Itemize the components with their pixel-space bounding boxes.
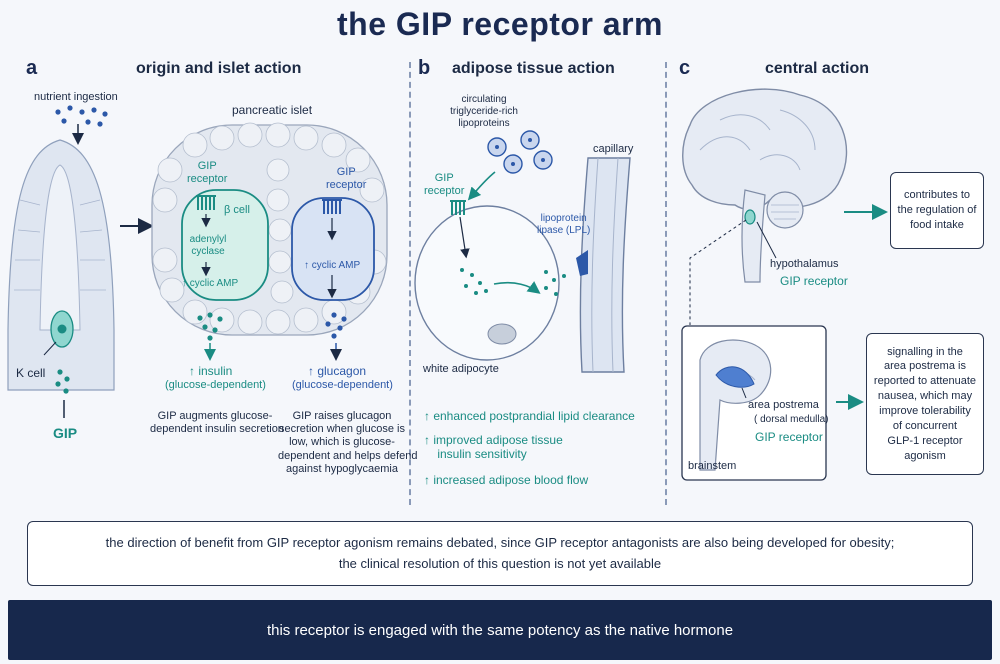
capillary	[579, 157, 631, 373]
hypothalamus-marker	[744, 209, 756, 225]
gip-label: GIP	[53, 425, 78, 441]
area-postrema-effect-box: signalling in the area postrema is repor…	[866, 333, 984, 475]
hypothalamus-effect-box: contributes to the regulation of food in…	[890, 172, 984, 249]
panel-divider-ab	[409, 62, 411, 505]
brainstem-label: brainstem	[688, 460, 737, 472]
glucagon-caption: GIP raises glucagon secretion when gluco…	[278, 410, 418, 475]
brainstem-illustration	[699, 339, 772, 471]
lpl-label: lipoprotein lipase (LPL)	[537, 213, 591, 236]
insulin-caption: GIP augments glucose- dependent insulin …	[150, 410, 284, 436]
insulin-label: ↑ insulin	[189, 364, 233, 378]
potency-banner: this receptor is engaged with the same p…	[8, 600, 992, 660]
brain-illustration	[682, 88, 848, 283]
adipocyte-cell	[414, 205, 560, 361]
capillary-label: capillary	[593, 143, 634, 155]
alpha-receptor-icon	[322, 199, 342, 214]
nutrient-particles	[55, 105, 108, 127]
beta-camp-label: ↑ cyclic AMP	[182, 278, 239, 289]
panel-a-title: origin and islet action	[136, 60, 302, 77]
hypothalamus-receptor-label: GIP receptor	[780, 274, 848, 288]
glucagon-label: ↑ glucagon	[308, 364, 367, 378]
pancreatic-islet	[151, 122, 388, 336]
pancreatic-islet-label: pancreatic islet	[232, 103, 313, 117]
intestinal-villus	[7, 139, 115, 391]
debate-note-line-2: the clinical resolution of this question…	[338, 555, 662, 571]
insulin-sub-label: (glucose-dependent)	[165, 379, 266, 391]
adipocyte-receptor-label: GIP receptor	[424, 172, 465, 198]
lipoprotein-label: circulating triglyceride-rich lipoprotei…	[450, 94, 518, 129]
debate-note-box: the direction of benefit from GIP recept…	[27, 521, 973, 586]
glucagon-sub-label: (glucose-dependent)	[292, 379, 393, 391]
gip-particles	[55, 369, 70, 394]
alpha-camp-label: ↑ cyclic AMP	[304, 260, 361, 271]
glucagon-granules	[325, 312, 347, 339]
hypothalamus-label: hypothalamus	[770, 258, 839, 270]
panel-b-title: adipose tissue action	[452, 60, 615, 77]
lpl-icon	[576, 250, 588, 276]
intracellular-signal-dots	[460, 268, 488, 295]
white-adipocyte-label: white adipocyte	[423, 363, 499, 375]
beta-cell-label: β cell	[224, 204, 250, 216]
effect-blood-flow: ↑ increased adipose blood flow	[424, 473, 589, 487]
insulin-granules	[197, 312, 223, 341]
panel-b-letter: b	[418, 57, 431, 79]
panel-c-letter: c	[679, 57, 691, 79]
lipoprotein-particles	[487, 130, 553, 174]
page-title: the GIP receptor arm	[337, 6, 663, 42]
beta-receptor-label: GIP receptor	[187, 160, 228, 186]
panel-a-letter: a	[26, 57, 38, 79]
effect-lipid-clearance: ↑ enhanced postprandial lipid clearance	[424, 409, 635, 423]
area-postrema-marker	[715, 366, 755, 388]
area-postrema-label: area postrema	[748, 399, 819, 411]
area-postrema-receptor-label: GIP receptor	[755, 430, 823, 444]
debate-note-line-1: the direction of benefit from GIP recept…	[105, 535, 895, 551]
beta-receptor-icon	[196, 195, 216, 210]
effect-insulin-sensitivity: ↑ improved adipose tissue insulin sensit…	[424, 433, 563, 462]
lipid-dots	[544, 270, 566, 296]
alpha-cell	[291, 197, 375, 301]
dorsal-medulla-label: ( dorsal medulla)	[754, 414, 829, 425]
panel-c-title: central action	[765, 60, 870, 77]
adipocyte-nucleus	[487, 323, 517, 345]
adipocyte-receptor-icon	[450, 200, 466, 215]
adenylyl-cyclase-label: adenylyl cyclase	[189, 234, 227, 257]
alpha-receptor-label: GIP receptor	[326, 166, 367, 192]
k-cell-label: K cell	[16, 366, 46, 380]
panel-divider-bc	[665, 62, 667, 505]
nutrient-ingestion-label: nutrient ingestion	[34, 91, 118, 103]
